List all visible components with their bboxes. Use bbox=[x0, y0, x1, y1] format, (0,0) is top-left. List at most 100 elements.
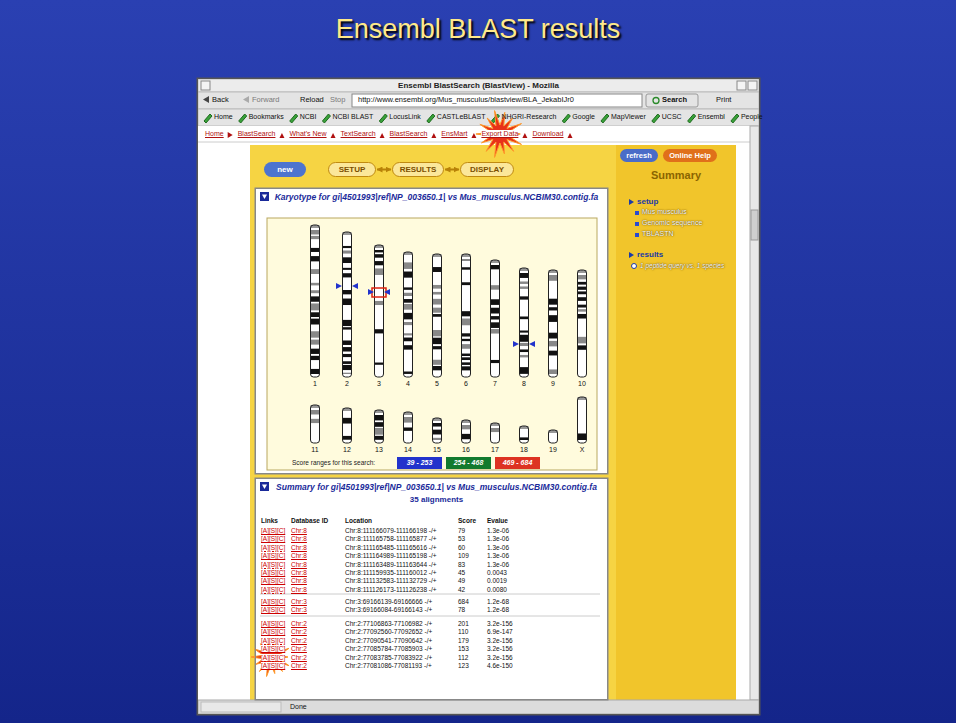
chromosome-band bbox=[375, 250, 384, 252]
chromosome-band bbox=[404, 262, 413, 269]
hit-marker bbox=[352, 283, 358, 289]
table-cell: Chr:2:77083785-77083922 -/+ bbox=[345, 654, 432, 661]
chromosome-band bbox=[404, 417, 413, 423]
sidebar-item: Mus musculus bbox=[642, 208, 687, 216]
chromosome-band bbox=[491, 360, 500, 363]
toolbar-label: http://www.ensembl.org/Mus_musculus/blas… bbox=[358, 96, 574, 105]
table-cell: [A][S][C] bbox=[261, 569, 285, 576]
table-cell: Chr:3 bbox=[291, 606, 307, 613]
chromosome-band bbox=[433, 360, 442, 365]
table-cell: 0.0080 bbox=[487, 586, 507, 593]
bookmark-icon bbox=[379, 114, 387, 123]
result-icon bbox=[632, 264, 637, 269]
table-header: Links bbox=[261, 517, 278, 524]
table-cell: Chr:8:111126173-111126238 -/+ bbox=[345, 586, 437, 593]
nav-button: new bbox=[264, 162, 306, 177]
chromosome-band bbox=[549, 307, 558, 310]
table-cell: 4.6e-150 bbox=[487, 662, 513, 669]
table-cell: 123 bbox=[458, 662, 469, 669]
legend-caption: Score ranges for this search: bbox=[292, 459, 375, 466]
chromosome-number: 1 bbox=[305, 380, 325, 388]
chromosome-band bbox=[462, 434, 471, 439]
table-cell: [A][S][C] bbox=[261, 654, 285, 661]
chromosome-body bbox=[343, 232, 352, 377]
chromosome-band bbox=[404, 333, 413, 335]
bookmark-link: MapViewer bbox=[611, 113, 646, 121]
scrollbar bbox=[750, 126, 759, 700]
chromosome-band bbox=[578, 287, 587, 290]
hit-marker bbox=[513, 341, 519, 347]
node-text: refresh bbox=[626, 151, 651, 160]
chromosome-number: 7 bbox=[485, 380, 505, 388]
bookmark-icon bbox=[731, 114, 739, 123]
tab-connector bbox=[445, 169, 459, 171]
chromosome-band bbox=[311, 349, 320, 354]
table-header: Database ID bbox=[291, 517, 328, 524]
table-cell: Chr:2:77092560-77092652 -/+ bbox=[345, 628, 432, 635]
chromosome-band bbox=[343, 273, 352, 277]
node-text: 254 - 468 bbox=[454, 459, 484, 467]
chromosome-band bbox=[404, 338, 413, 342]
chromosome-band bbox=[404, 372, 413, 374]
table-cell: Chr:8:111164989-111165198 -/+ bbox=[345, 552, 437, 559]
breadcrumb-link: Home bbox=[205, 130, 224, 138]
chromosome-band bbox=[343, 340, 352, 344]
status-bar bbox=[198, 700, 759, 714]
table-cell: 3.2e-156 bbox=[487, 620, 513, 627]
chromosome-number: 8 bbox=[514, 380, 534, 388]
bookmark-icon bbox=[322, 114, 330, 123]
chromosome-body bbox=[520, 426, 529, 443]
node-text: Summary bbox=[616, 169, 736, 181]
chromosome-band bbox=[311, 283, 320, 286]
collapse-icon-arrow bbox=[262, 195, 267, 200]
table-cell: [A][S][C] bbox=[261, 598, 285, 605]
chromosome-body bbox=[462, 420, 471, 443]
table-cell: [A][S][C] bbox=[261, 577, 285, 584]
table-cell: Chr:8:111163489-111163644 -/+ bbox=[345, 561, 437, 568]
chromosome-outline bbox=[549, 270, 558, 377]
chromosome-band bbox=[375, 329, 384, 333]
chromosome-body bbox=[520, 268, 529, 377]
collapse-icon bbox=[260, 192, 269, 201]
table-cell: 79 bbox=[458, 527, 465, 534]
chromosome-band bbox=[404, 293, 413, 296]
table-cell: 6.9e-147 bbox=[487, 628, 513, 635]
tab-button: RESULTS bbox=[392, 162, 444, 177]
list-bullet bbox=[635, 211, 639, 215]
chromosome-number: 12 bbox=[337, 446, 357, 454]
table-cell: [A][S][C] bbox=[261, 552, 285, 559]
table-cell: [A][S][C] bbox=[261, 527, 285, 534]
chromosome-band bbox=[311, 369, 320, 374]
toolbar-label: Forward bbox=[252, 96, 280, 105]
chromosome-band bbox=[311, 269, 320, 274]
toolbar-label: Reload bbox=[300, 96, 324, 105]
table-cell: 3.2e-156 bbox=[487, 654, 513, 661]
chromosome-outline bbox=[491, 423, 500, 443]
status-text: Done bbox=[290, 703, 307, 711]
table-cell: 83 bbox=[458, 561, 465, 568]
sidebar-item: Genomic sequence bbox=[642, 219, 702, 227]
chromosome-band bbox=[578, 314, 587, 319]
table-cell: [A][S][C] bbox=[261, 628, 285, 635]
sidebar-ground bbox=[616, 145, 736, 700]
sidebar-item: TBLASTN bbox=[642, 230, 674, 238]
table-cell: 1.2e-68 bbox=[487, 606, 509, 613]
node-text: new bbox=[277, 165, 293, 174]
chromosome-outline bbox=[343, 408, 352, 443]
chromosome-body bbox=[578, 397, 587, 443]
chromosome-band bbox=[433, 330, 442, 336]
chromosome-band bbox=[404, 304, 413, 310]
chromosome-band bbox=[375, 261, 384, 265]
chromosome-band bbox=[311, 410, 320, 414]
chromosome-outline bbox=[311, 405, 320, 443]
table-cell: Chr:8 bbox=[291, 544, 307, 551]
breadcrumb-link: What's New bbox=[289, 130, 326, 138]
breadcrumb-separator bbox=[431, 133, 436, 138]
chromosome-band bbox=[404, 313, 413, 320]
breadcrumb-link: BlastSearch bbox=[238, 130, 276, 138]
chromosome-band bbox=[578, 433, 587, 440]
table-cell: 112 bbox=[458, 654, 468, 661]
chromosome-number: 9 bbox=[543, 380, 563, 388]
chromosome-number: 16 bbox=[456, 446, 476, 454]
